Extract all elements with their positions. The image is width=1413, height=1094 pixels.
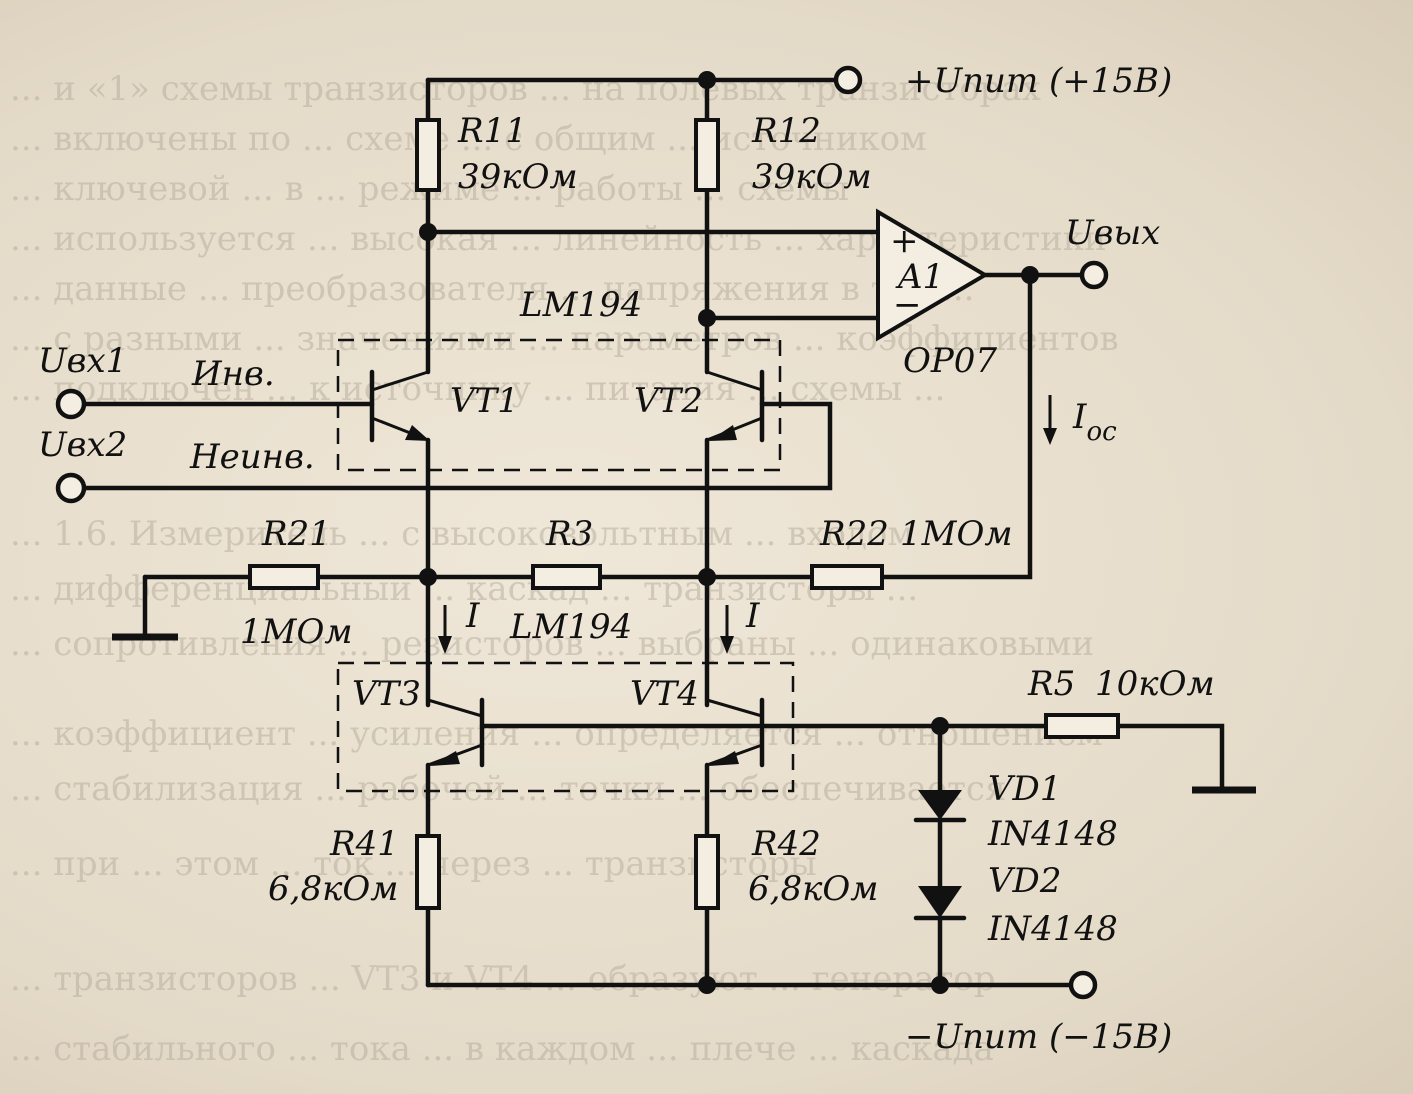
label-r12-value: 39кОм (752, 157, 872, 197)
diode-vd1 (913, 790, 967, 823)
label-r42: R42 (751, 824, 821, 864)
resistor-r41 (415, 834, 441, 910)
resistor-r11 (415, 118, 441, 192)
label-out: Uвых (1065, 213, 1160, 253)
label-r42-value: 6,8кОм (748, 869, 878, 909)
label-r3: R3 (545, 514, 593, 554)
junction-dots (419, 71, 1039, 994)
label-r5: R5 (1027, 664, 1075, 704)
resistor-r5 (1044, 713, 1120, 739)
label-op07: OP07 (903, 341, 997, 381)
terminal-in1 (55, 388, 87, 420)
wires (82, 77, 1225, 988)
label-vd2-part: IN4148 (987, 909, 1118, 949)
bg-line: ... коэффициент ... усиления ... определ… (10, 714, 1103, 754)
bg-line: ... при ... этом ... ток ... через ... т… (10, 844, 817, 884)
transistor-vt4 (706, 697, 765, 768)
label-opamp-plus: + (890, 221, 919, 261)
label-r41: R41 (329, 824, 399, 864)
label-current-right: I (745, 596, 760, 636)
bg-line: ... транзисторов ... VT3 и VT4 ... образ… (10, 959, 996, 999)
transistor-vt1 (369, 369, 430, 443)
label-in2: Uвх2 (38, 425, 127, 465)
bg-line: ... стабилизация ... рабочей ... точки .… (10, 769, 1006, 809)
resistor-r3 (531, 564, 602, 590)
bg-line: ... данные ... преобразователя ... напря… (10, 269, 974, 309)
bg-line: ... включены по ... схеме ... с общим ..… (10, 119, 927, 159)
label-vt3: VT3 (352, 674, 421, 714)
bg-line: ... 1.6. Измеритель ... с высоковольтным… (10, 514, 914, 554)
bg-line: ... и «1» схемы транзисторов ... на поле… (10, 69, 1041, 109)
label-current-left: I (465, 596, 480, 636)
label-r21: R21 (261, 514, 331, 554)
resistor-r42 (694, 834, 720, 910)
label-in1: Uвх1 (38, 341, 127, 381)
label-r41-value: 6,8кОм (268, 869, 398, 909)
label-vt2: VT2 (634, 381, 703, 421)
label-r5-value: 10кОм (1095, 664, 1215, 704)
resistor-r21 (248, 564, 320, 590)
label-noninv: Неинв. (189, 437, 315, 477)
label-supply-neg: −Uпит (−15В) (905, 1017, 1172, 1057)
label-opamp-minus: − (893, 285, 922, 325)
terminal-supply-neg (1068, 970, 1098, 1000)
resistor-r12 (694, 118, 720, 192)
transistor-vt2 (706, 369, 765, 443)
bg-line: ... с разными ... значениями ... парамет… (10, 319, 1119, 359)
resistor-r22 (810, 564, 884, 590)
bg-line: ... стабильного ... тока ... в каждом ..… (10, 1029, 994, 1069)
current-arrow-ioc (1043, 395, 1057, 445)
label-inv: Инв. (191, 354, 275, 394)
transistor-vt3 (427, 697, 485, 768)
opamp-a1 (876, 208, 989, 342)
terminal-out (1079, 260, 1109, 290)
label-vd1-part: IN4148 (987, 814, 1118, 854)
label-r12: R12 (751, 111, 821, 151)
label-lm194-bottom: LM194 (509, 607, 632, 647)
label-vd2: VD2 (988, 861, 1061, 901)
label-vt1: VT1 (450, 381, 519, 421)
bg-line: ... сопротивления ... резисторов ... выб… (10, 624, 1094, 664)
label-r11: R11 (457, 111, 527, 151)
label-vt4: VT4 (630, 674, 699, 714)
lm194-bottom-box (336, 661, 795, 793)
label-r11-value: 39кОм (458, 157, 578, 197)
label-supply-pos: +Uпит (+15В) (905, 61, 1172, 101)
label-r21-value: 1МОм (240, 612, 353, 652)
label-lm194-top: LM194 (519, 285, 642, 325)
label-r22-value: 1МОм (900, 514, 1013, 554)
current-arrow-right (720, 605, 734, 654)
background-page-text: ... и «1» схемы транзисторов ... на поле… (10, 69, 1119, 1069)
label-ioc: Iос (1072, 397, 1117, 447)
current-arrow-left (438, 605, 452, 654)
lm194-top-box (336, 338, 782, 472)
label-vd1: VD1 (988, 769, 1061, 809)
label-r22: R22 (819, 514, 889, 554)
label-a1: A1 (895, 257, 944, 297)
diode-vd2 (913, 886, 967, 921)
terminal-in2 (55, 472, 87, 504)
terminal-supply-pos (833, 65, 863, 95)
